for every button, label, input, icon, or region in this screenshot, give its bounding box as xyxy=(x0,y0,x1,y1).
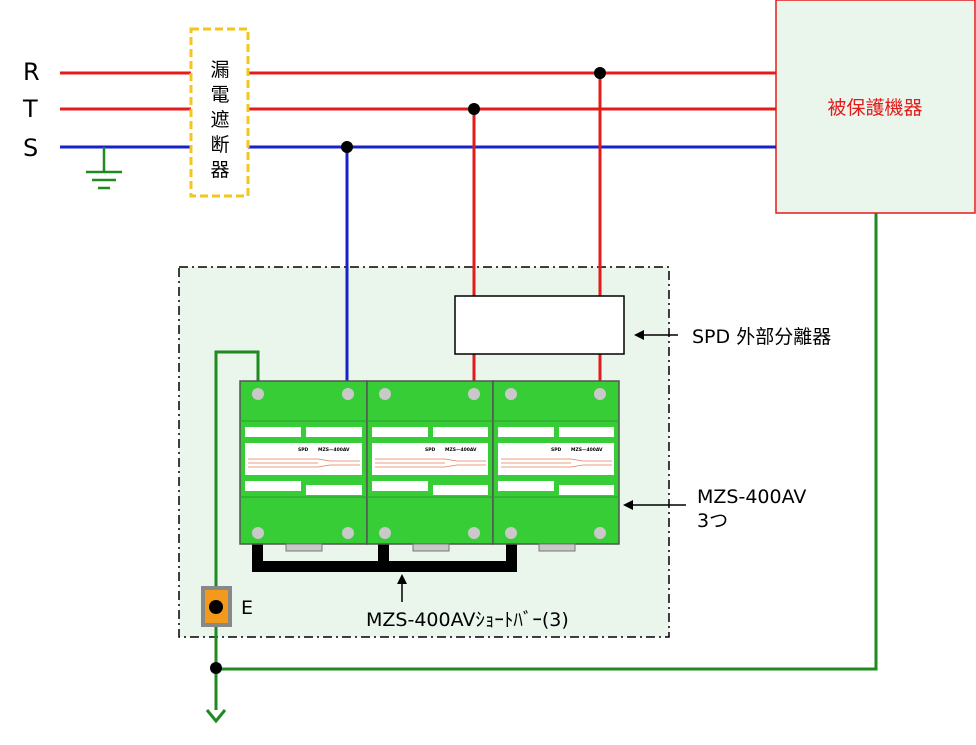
spd-disconnector-box xyxy=(454,295,625,355)
module-screw xyxy=(379,527,391,539)
spd-module-1: SPD MZS—400AV xyxy=(239,380,368,552)
short-bar-leg-2 xyxy=(378,540,389,570)
module-screw xyxy=(252,527,264,539)
protected-equipment-box xyxy=(775,0,976,214)
spd-module-2: SPD MZS—400AV xyxy=(366,380,494,552)
breaker-char-1: 漏 xyxy=(210,59,229,81)
line-label-t: T xyxy=(22,95,38,123)
breaker-char-5: 器 xyxy=(210,159,229,181)
module-model: MZS—400AV xyxy=(445,447,477,453)
short-bar-leg-1 xyxy=(252,540,263,570)
shortbar-label: MZS-400AVｼｮｰﾄﾊﾞｰ(3) xyxy=(366,609,569,631)
breaker-char-4: 断 xyxy=(210,134,229,156)
junction-dot-t xyxy=(468,103,480,115)
junction-dot-s xyxy=(341,141,353,153)
module-brand: SPD xyxy=(425,447,436,453)
module-model: MZS—400AV xyxy=(571,447,603,453)
spd-module-3: SPD MZS—400AV xyxy=(492,380,620,552)
breaker-char-2: 電 xyxy=(210,84,229,106)
modules-label-line1: MZS-400AV xyxy=(697,486,806,508)
earth-wire-module xyxy=(214,350,260,710)
leakage-breaker xyxy=(189,27,250,198)
module-screw xyxy=(594,388,606,400)
earth-terminal-dot xyxy=(209,600,223,614)
module-screw xyxy=(505,527,517,539)
module-screw xyxy=(468,527,480,539)
line-label-r: R xyxy=(23,58,40,86)
module-screw xyxy=(468,388,480,400)
junction-dot-r xyxy=(594,67,606,79)
module-screw xyxy=(342,527,354,539)
module-screw xyxy=(594,527,606,539)
earth-terminal-label: E xyxy=(241,597,253,619)
module-brand: SPD xyxy=(298,447,309,453)
protected-equipment-label: 被保護機器 xyxy=(827,97,922,119)
earth-wire-equipment xyxy=(216,213,878,671)
line-label-s: S xyxy=(23,134,38,162)
spd-disconnector-label: SPD 外部分離器 xyxy=(692,326,831,348)
module-brand: SPD xyxy=(551,447,562,453)
module-model: MZS—400AV xyxy=(318,447,350,453)
breaker-char-3: 遮 xyxy=(210,109,229,131)
module-screw xyxy=(252,388,264,400)
module-screw xyxy=(342,388,354,400)
module-screw xyxy=(379,388,391,400)
short-bar-leg-3 xyxy=(506,540,517,570)
module-screw xyxy=(505,388,517,400)
earth-junction-dot xyxy=(210,662,222,674)
earth-down-arrow xyxy=(205,709,227,724)
modules-label-line2: 3つ xyxy=(697,510,728,532)
